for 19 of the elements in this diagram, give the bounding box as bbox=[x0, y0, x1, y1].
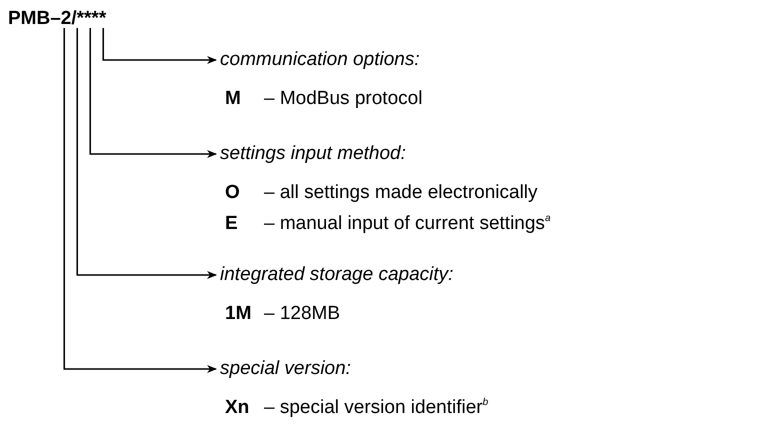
connector-arrow bbox=[102, 28, 217, 64]
option-code: 1M bbox=[225, 303, 252, 325]
option-heading: integrated storage capacity: bbox=[220, 264, 454, 286]
option-heading: special version: bbox=[220, 358, 351, 380]
type-code: PMB–2/**** bbox=[8, 8, 106, 30]
option-code: E bbox=[225, 213, 238, 235]
option-description: – manual input of current settings$^{a}$ bbox=[264, 213, 550, 235]
option-heading: communication options: bbox=[220, 49, 420, 71]
option-description: – 128MB bbox=[264, 303, 340, 325]
option-heading: settings input method: bbox=[220, 143, 406, 165]
option-code: O bbox=[225, 182, 240, 204]
connector-arrow bbox=[89, 28, 217, 158]
option-code: M bbox=[225, 88, 241, 110]
connector-arrow bbox=[63, 28, 217, 373]
option-description: – special version identifier$^{b}$ bbox=[264, 397, 488, 419]
option-description: – ModBus protocol bbox=[264, 88, 422, 110]
connector-arrow bbox=[76, 28, 217, 279]
option-code: Xn bbox=[225, 397, 250, 419]
option-description: – all settings made electronically bbox=[264, 182, 538, 204]
